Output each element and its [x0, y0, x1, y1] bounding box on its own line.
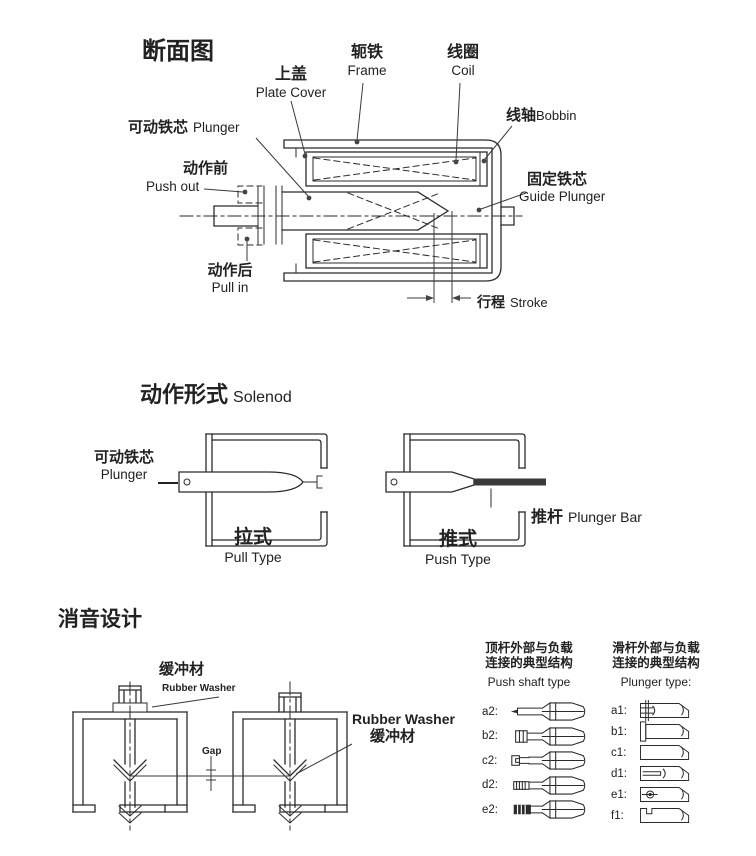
- cross-section-drawing: [179, 82, 527, 303]
- guide-plunger-label-zh: 固定铁芯: [527, 171, 588, 188]
- washer-right-leader: [295, 743, 353, 775]
- push-shaft-type-list: a2: b2: c2:: [482, 701, 590, 820]
- plunger-row-c1: c1:: [611, 742, 693, 763]
- row-label: d1:: [611, 767, 627, 780]
- washer-top-leader: [151, 696, 220, 708]
- cross-section-title: 断面图: [142, 38, 214, 65]
- row-label: a2:: [482, 705, 498, 718]
- push-out-label-en: Push out: [146, 179, 200, 194]
- gap-label: Gap: [202, 746, 222, 757]
- bobbin-label: 线轴Bobbin: [506, 107, 577, 124]
- push-shaft-row-e2: e2:: [482, 799, 590, 820]
- push-shaft-b2-glyph: [515, 726, 586, 746]
- push-shaft-row-a2: a2:: [482, 701, 590, 722]
- push-shaft-d2-glyph: [513, 775, 586, 795]
- push-out-label-zh: 动作前: [183, 160, 229, 177]
- plunger-type-list: a1: b1: c1: d1:: [611, 700, 693, 826]
- push-type-caption: 推式 Push Type: [425, 529, 491, 568]
- push-shaft-row-d2: d2:: [482, 775, 590, 796]
- plunger-d1-glyph: [640, 766, 690, 781]
- plate-cover-label: 上盖 Plate Cover: [255, 66, 327, 100]
- push-shaft-row-c2: c2:: [482, 750, 590, 771]
- washer-top-label-zh: 缓冲材: [159, 661, 205, 678]
- plunger-f1-glyph: [640, 808, 690, 823]
- plunger-row-f1: f1:: [611, 805, 693, 826]
- plunger-b1-glyph: [640, 721, 690, 742]
- gap-dimension: [130, 756, 290, 791]
- pull-type-caption: 拉式 Pull Type: [224, 527, 282, 566]
- plunger-bar-rod: [474, 478, 546, 486]
- silencer-left-drawing: [72, 681, 188, 831]
- push-shaft-a2-glyph: [510, 702, 586, 721]
- washer-right-label-zh: 缓冲材: [370, 728, 416, 745]
- pull-in-label: 动作后 Pull in: [207, 262, 253, 295]
- plunger-row-a1: a1:: [611, 700, 693, 721]
- row-label: a1:: [611, 704, 627, 717]
- row-label: c2:: [482, 754, 498, 767]
- plunger-a1-glyph: [640, 700, 690, 721]
- row-label: c1:: [611, 746, 627, 759]
- silencer-title: 消音设计: [58, 608, 142, 631]
- plunger-row-b1: b1:: [611, 721, 693, 742]
- push-shaft-c2-glyph: [511, 751, 586, 770]
- washer-top-label-en: Rubber Washer: [162, 683, 236, 694]
- silencer-right-drawing: [232, 681, 348, 831]
- plunger2-label: 可动铁芯 Plunger: [93, 449, 154, 482]
- row-label: d2:: [482, 779, 498, 791]
- pull-type-drawing: [158, 433, 328, 547]
- guide-plunger-label-en: Guide Plunger: [519, 189, 606, 204]
- row-label: f1:: [611, 809, 624, 822]
- plunger-c1-glyph: [640, 745, 690, 760]
- plunger-row-e1: e1:: [611, 784, 693, 805]
- row-label: b1:: [611, 725, 627, 738]
- plunger-e1-glyph: [640, 787, 690, 802]
- push-type-drawing: [385, 433, 546, 547]
- row-label: e1:: [611, 788, 627, 801]
- row-label: b2:: [482, 730, 498, 742]
- push-shaft-heading: 顶杆外部与负载 连接的典型结构 Push shaft type: [485, 641, 573, 689]
- push-shaft-row-b2: b2:: [482, 726, 590, 747]
- push-shaft-e2-glyph: [513, 800, 586, 819]
- coil-label: 线圈 Coil: [446, 44, 479, 78]
- washer-right-label-en: Rubber Washer: [352, 711, 455, 727]
- plunger-row-d1: d1:: [611, 763, 693, 784]
- frame-label: 轭铁 Frame: [347, 44, 387, 78]
- row-label: e2:: [482, 803, 498, 816]
- plunger-type-heading: 滑杆外部与负载 连接的典型结构 Plunger type:: [612, 641, 700, 689]
